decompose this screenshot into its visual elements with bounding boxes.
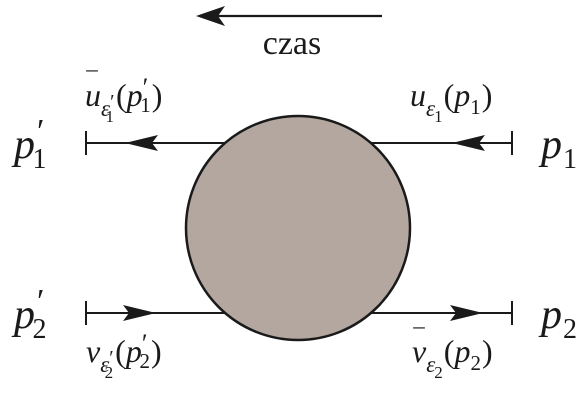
svg-text:uε′1(p′1): uε′1(p′1) (85, 73, 162, 126)
label-p2: p2 (538, 292, 577, 345)
label-v-out: vε′2(p′2) (86, 329, 162, 382)
label-p1: p1 (538, 122, 577, 175)
line-p1-in (368, 131, 513, 155)
line-p1-out (85, 131, 230, 155)
label-vbar-in: ‾ vε2(p2) (412, 325, 493, 382)
interaction-blob (184, 114, 412, 342)
ubar-overbar: ‾ (86, 68, 98, 101)
line-p2-out (85, 301, 228, 325)
line-p2-in (370, 301, 513, 325)
time-label: czas (263, 25, 322, 62)
line-p2-in-arrow (450, 305, 483, 321)
line-p1-out-arrow (125, 135, 158, 151)
line-p1-in-arrow (452, 135, 485, 151)
label-u-in: uε1(p1) (410, 77, 492, 126)
label-p2-prime: p′2 (11, 283, 46, 345)
line-p2-out-arrow (123, 305, 156, 321)
label-p1-prime: p′1 (11, 113, 46, 175)
time-arrow-head (196, 6, 225, 26)
vbar-overbar: ‾ (413, 325, 425, 358)
label-ubar-out: ‾ uε′1(p′1) (85, 68, 162, 126)
svg-text:vε2(p2): vε2(p2) (412, 333, 493, 382)
time-arrow (196, 6, 382, 26)
